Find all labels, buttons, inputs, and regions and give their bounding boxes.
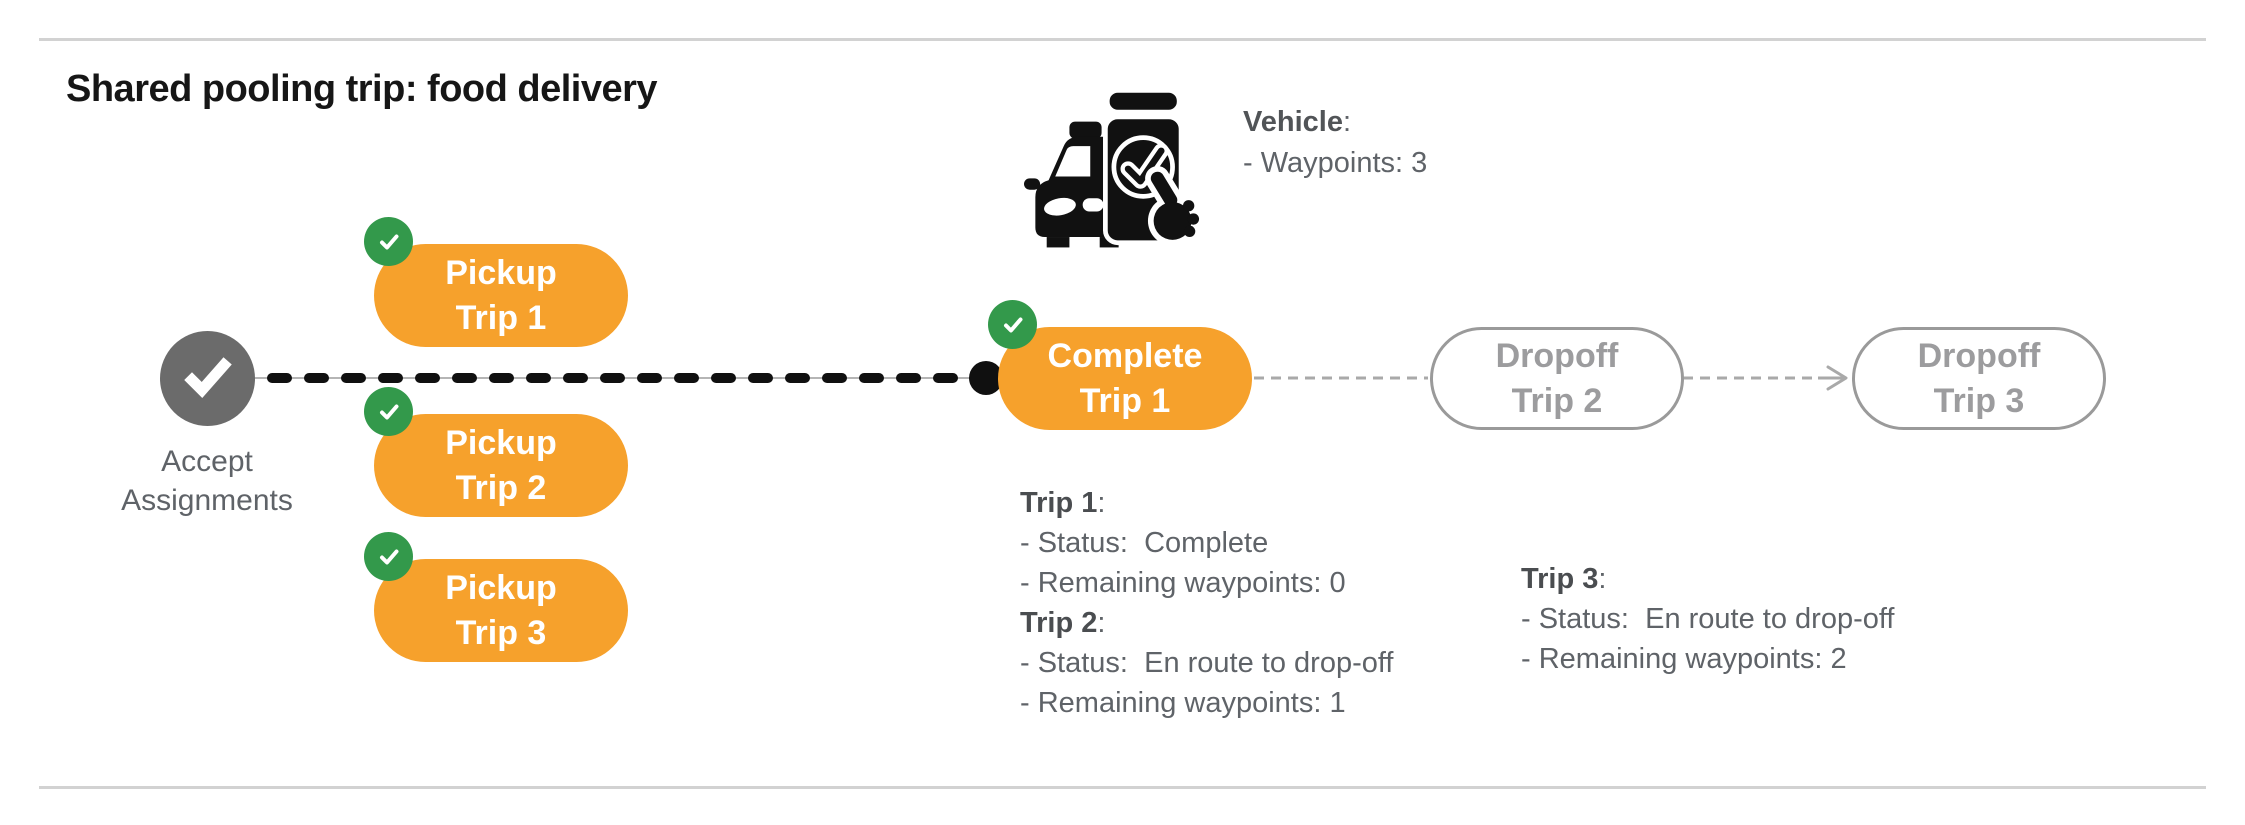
- trip-status-line: - Remaining waypoints: 2: [1521, 643, 1847, 675]
- node-pickup-trip-1: Pickup Trip 1: [364, 217, 628, 347]
- vehicle-waypoints: - Waypoints: 3: [1243, 147, 1428, 179]
- check-icon: [1003, 317, 1022, 332]
- node-dropoff-trip-2: Dropoff Trip 2: [1430, 327, 1684, 430]
- trip-status-heading: Trip 1:: [1020, 487, 1106, 519]
- trip-status-line: - Status: Complete: [1020, 527, 1269, 559]
- check-badge: [364, 532, 413, 581]
- trip-status-line: - Remaining waypoints: 1: [1020, 687, 1346, 719]
- trip-status-line: - Status: En route to drop-off: [1020, 647, 1394, 679]
- check-icon: [183, 356, 232, 398]
- check-icon: [379, 549, 398, 564]
- trip-status-block-2: Trip 3: - Status: En route to drop-off -…: [1521, 559, 1894, 679]
- taxi-with-phone-check-icon: [1024, 87, 1200, 248]
- trip-status-block-1: Trip 1: - Status: Complete - Remaining w…: [1020, 483, 1393, 723]
- page-title: Shared pooling trip: food delivery: [66, 68, 658, 110]
- trip-status-heading: Trip 2:: [1020, 607, 1106, 639]
- node-accept-assignments: [160, 331, 255, 426]
- accept-assignments-label: Accept Assignments: [121, 445, 293, 517]
- check-icon: [379, 234, 398, 249]
- check-badge: [364, 217, 413, 266]
- bottom-divider: [39, 786, 2206, 789]
- top-divider: [39, 38, 2206, 41]
- trip-status-heading: Trip 3:: [1521, 563, 1607, 595]
- check-badge: [364, 387, 413, 436]
- trip-status-line: - Status: En route to drop-off: [1521, 603, 1895, 635]
- check-badge: [988, 300, 1037, 349]
- vehicle-info: Vehicle: - Waypoints: 3: [1243, 102, 1427, 184]
- pointing-hand-shape: [1145, 166, 1200, 246]
- check-icon: [379, 404, 398, 419]
- vehicle-label: Vehicle:: [1243, 106, 1352, 138]
- node-complete-trip-1: Complete Trip 1: [988, 300, 1252, 430]
- node-pickup-trip-2: Pickup Trip 2: [364, 387, 628, 517]
- trip-status-line: - Remaining waypoints: 0: [1020, 567, 1346, 599]
- node-pickup-trip-3: Pickup Trip 3: [364, 532, 628, 662]
- arrow-right-icon: [1826, 365, 1848, 391]
- node-dropoff-trip-3: Dropoff Trip 3: [1852, 327, 2106, 430]
